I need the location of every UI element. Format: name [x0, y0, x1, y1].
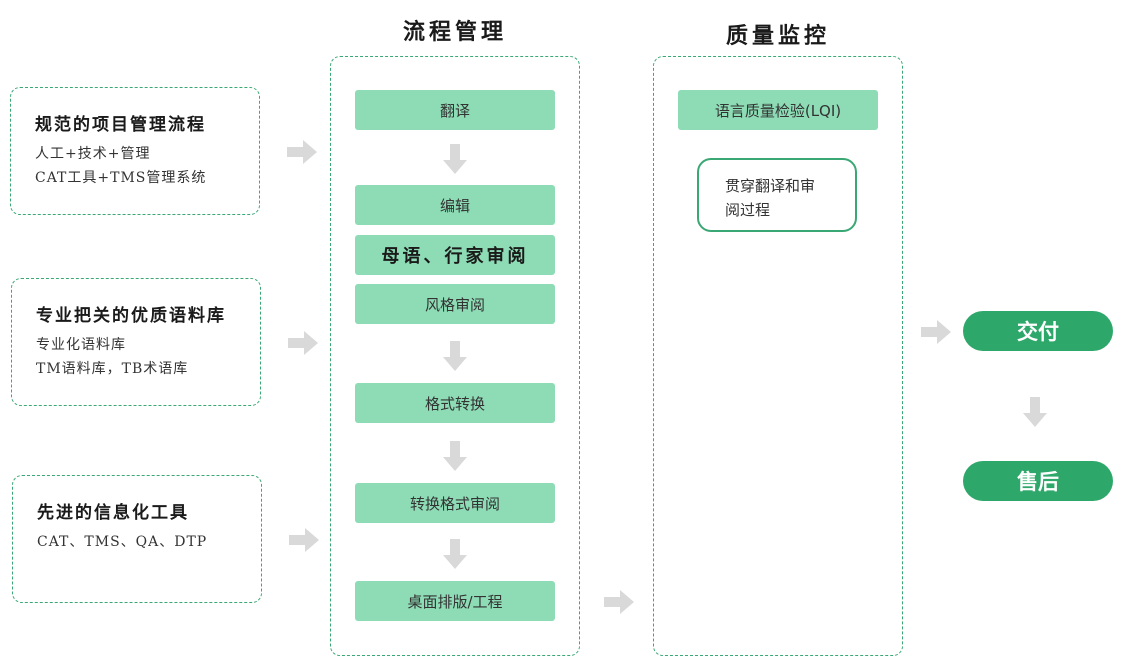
deliver-pill: 交付	[963, 311, 1113, 351]
quality-note-line: 贯穿翻译和审	[725, 177, 816, 195]
capability-line: TM语料库，TB术语库	[36, 361, 189, 377]
capability-title: 规范的项目管理流程	[35, 115, 206, 135]
capability-line: CAT、TMS、QA、DTP	[37, 534, 208, 550]
arrow-down-icon	[443, 441, 467, 471]
capability-title: 先进的信息化工具	[37, 503, 189, 523]
after-sales-pill: 售后	[963, 461, 1113, 501]
capability-line: 人工+技术+管理	[35, 146, 151, 162]
quality-container	[653, 56, 903, 656]
step-edit: 编辑	[355, 185, 555, 225]
quality-note-line: 阅过程	[725, 201, 771, 219]
step-format-review: 转换格式审阅	[355, 483, 555, 523]
step-style-review: 风格审阅	[355, 284, 555, 324]
capability-box-tools: 先进的信息化工具 CAT、TMS、QA、DTP	[12, 475, 262, 603]
step-translate: 翻译	[355, 90, 555, 130]
capability-box-process: 规范的项目管理流程 人工+技术+管理 CAT工具+TMS管理系统	[10, 87, 260, 215]
arrow-right-icon	[288, 331, 318, 355]
arrow-down-icon	[443, 144, 467, 174]
capability-line: 专业化语料库	[36, 337, 126, 353]
arrow-down-icon	[443, 341, 467, 371]
arrow-right-icon	[604, 590, 634, 614]
capability-title: 专业把关的优质语料库	[36, 306, 226, 326]
step-dtp: 桌面排版/工程	[355, 581, 555, 621]
process-title: 流程管理	[402, 19, 507, 45]
quality-note: 贯穿翻译和审 阅过程	[697, 158, 857, 232]
quality-title: 质量监控	[725, 23, 830, 49]
arrow-right-icon	[289, 528, 319, 552]
arrow-right-icon	[921, 320, 951, 344]
arrow-right-icon	[287, 140, 317, 164]
process-container	[330, 56, 580, 656]
capability-line: CAT工具+TMS管理系统	[35, 170, 207, 186]
step-format-convert: 格式转换	[355, 383, 555, 423]
arrow-down-icon	[443, 539, 467, 569]
lqi-step: 语言质量检验(LQI)	[678, 90, 878, 130]
arrow-down-icon	[1023, 397, 1047, 427]
capability-box-corpus: 专业把关的优质语料库 专业化语料库 TM语料库，TB术语库	[11, 278, 261, 406]
step-native-review: 母语、行家审阅	[355, 235, 555, 275]
